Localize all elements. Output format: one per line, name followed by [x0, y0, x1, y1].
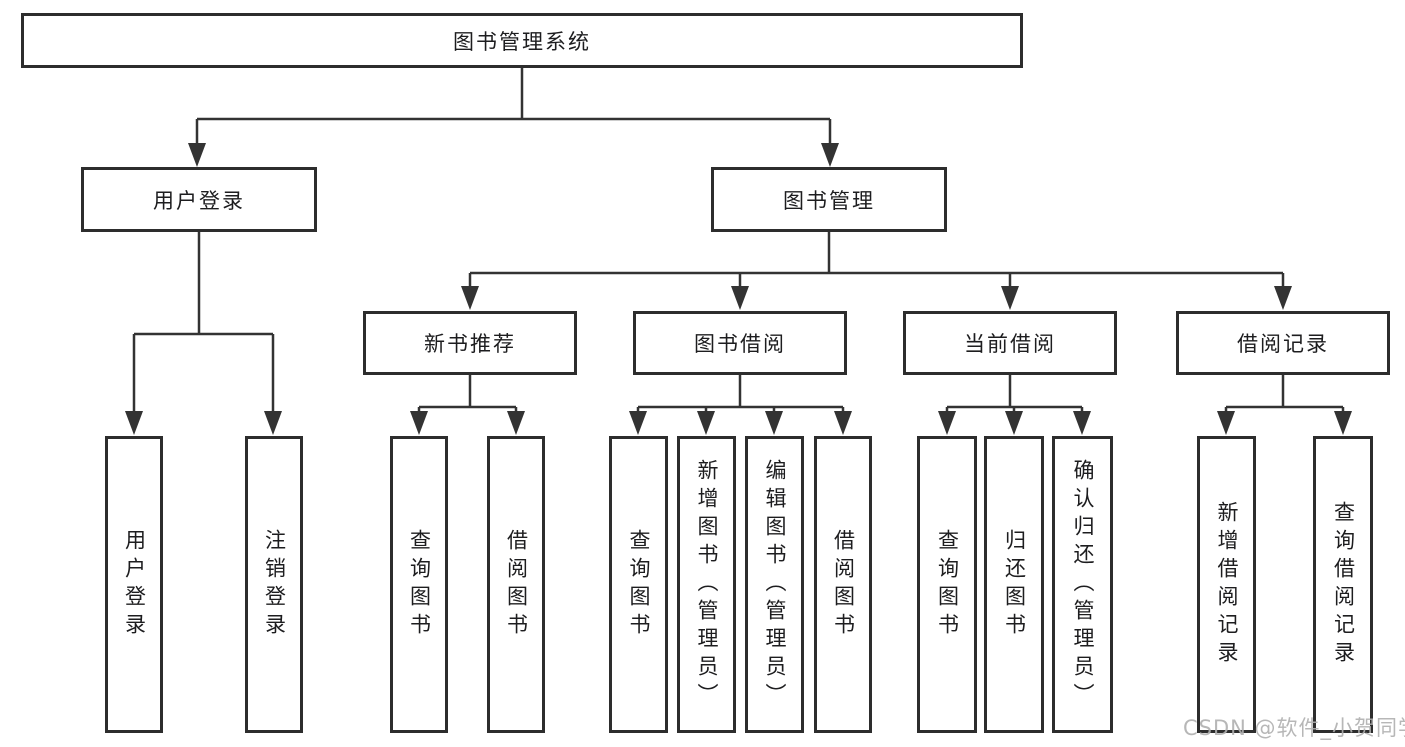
leaf-logout: 注销登录: [245, 436, 303, 733]
node-book-borrow: 图书借阅: [633, 311, 847, 375]
node-book-management-branch: 图书管理: [711, 167, 947, 232]
leaf-add-book-admin: 新增图书（管理员）: [677, 436, 736, 733]
node-current-borrow: 当前借阅: [903, 311, 1117, 375]
leaf-confirm-return-admin: 确认归还（管理员）: [1052, 436, 1113, 733]
watermark: CSDN @软件_小贺同学: [1183, 716, 1405, 740]
leaf-borrow-book-recommend: 借阅图书: [487, 436, 545, 733]
node-new-book-recommend: 新书推荐: [363, 311, 577, 375]
leaf-add-borrow-record: 新增借阅记录: [1197, 436, 1256, 733]
leaf-query-borrow-record: 查询借阅记录: [1313, 436, 1373, 733]
leaf-borrow-book: 借阅图书: [814, 436, 872, 733]
leaf-query-book-borrow: 查询图书: [609, 436, 668, 733]
leaf-return-book: 归还图书: [984, 436, 1044, 733]
node-borrow-record: 借阅记录: [1176, 311, 1390, 375]
leaf-query-book-current: 查询图书: [917, 436, 977, 733]
leaf-edit-book-admin: 编辑图书（管理员）: [745, 436, 804, 733]
node-user-login-branch: 用户登录: [81, 167, 317, 232]
leaf-query-book-recommend: 查询图书: [390, 436, 448, 733]
leaf-user-login: 用户登录: [105, 436, 163, 733]
node-root: 图书管理系统: [21, 13, 1023, 68]
